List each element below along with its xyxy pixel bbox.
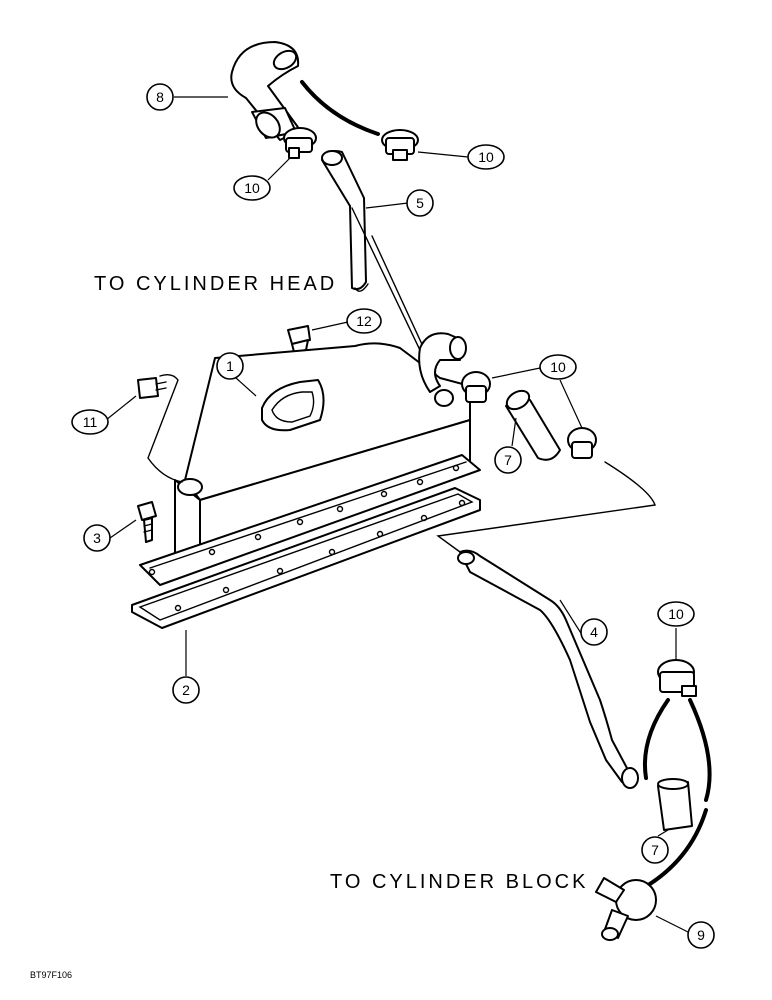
gasket xyxy=(131,487,481,629)
short-hose xyxy=(505,389,561,461)
hose-clamp xyxy=(657,659,697,697)
callout-10: 10 xyxy=(657,601,695,660)
label-to-cylinder-head: TO CYLINDER HEAD xyxy=(94,273,337,295)
callout-10: 10 xyxy=(417,144,505,170)
callout-7: 7 xyxy=(641,829,669,864)
svg-text:10: 10 xyxy=(478,149,494,165)
bolt xyxy=(137,501,157,543)
manifold-housing xyxy=(139,332,481,586)
figure-code: BT97F106 xyxy=(30,970,72,980)
svg-text:12: 12 xyxy=(356,313,372,329)
callout-10: 10 xyxy=(233,157,291,201)
fitting xyxy=(137,377,167,399)
callout-5: 5 xyxy=(365,189,434,217)
upper-elbow-hose xyxy=(230,41,301,141)
callout-8: 8 xyxy=(146,83,228,111)
callout-10: 10 xyxy=(491,354,583,429)
callout-2: 2 xyxy=(172,630,200,704)
svg-text:7: 7 xyxy=(504,452,512,468)
svg-text:9: 9 xyxy=(697,927,705,943)
hose-clamp xyxy=(381,129,419,161)
svg-text:10: 10 xyxy=(244,180,260,196)
svg-text:11: 11 xyxy=(83,414,98,430)
callout-1: 1 xyxy=(216,352,257,397)
svg-text:1: 1 xyxy=(226,358,234,374)
short-hose xyxy=(657,778,693,831)
callout-7: 7 xyxy=(494,417,522,474)
svg-text:3: 3 xyxy=(93,530,101,546)
svg-text:7: 7 xyxy=(651,842,659,858)
hose-clamp xyxy=(461,371,491,403)
svg-text:2: 2 xyxy=(182,682,190,698)
callout-12: 12 xyxy=(311,308,382,334)
plug xyxy=(287,325,311,353)
coolant-tube xyxy=(457,549,639,789)
svg-text:10: 10 xyxy=(550,359,566,375)
callout-9: 9 xyxy=(655,915,715,949)
callout-4: 4 xyxy=(559,599,608,646)
hose-clamp xyxy=(567,427,597,459)
svg-text:4: 4 xyxy=(590,624,598,640)
svg-text:10: 10 xyxy=(668,606,684,622)
vertical-hose xyxy=(321,150,369,292)
callout-3: 3 xyxy=(83,519,137,552)
hose-clamp xyxy=(283,127,317,159)
label-to-cylinder-block: TO CYLINDER BLOCK xyxy=(330,871,588,893)
svg-text:5: 5 xyxy=(416,195,424,211)
tee-fitting xyxy=(595,877,657,941)
svg-text:8: 8 xyxy=(156,89,164,105)
callout-11: 11 xyxy=(71,395,137,435)
